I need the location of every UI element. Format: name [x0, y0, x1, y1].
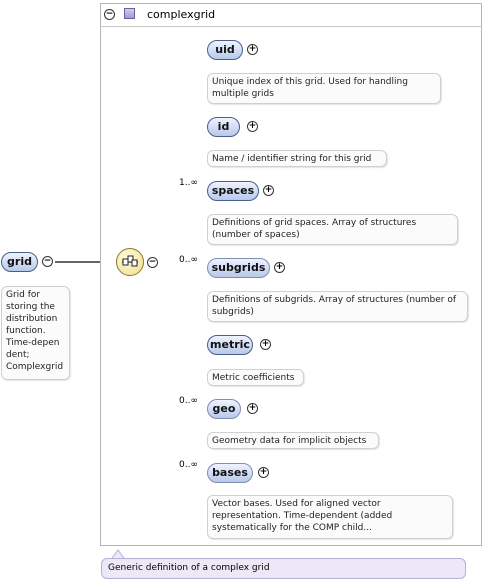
element-node-uid[interactable]: uid: [207, 40, 243, 60]
collapse-grid-toggle[interactable]: −: [42, 256, 53, 267]
expand-geo-toggle[interactable]: +: [247, 403, 258, 414]
spaces-documentation: Definitions of grid spaces. Array of str…: [207, 214, 458, 245]
complex-type-name: complexgrid: [147, 8, 216, 21]
expand-subgrids-toggle[interactable]: +: [274, 262, 285, 273]
expand-spaces-toggle[interactable]: +: [263, 185, 274, 196]
element-node-id[interactable]: id: [207, 117, 240, 137]
metric-documentation: Metric coefficients: [207, 369, 304, 386]
subgrids-documentation: Definitions of subgrids. Array of struct…: [207, 291, 468, 322]
sequence-compositor[interactable]: [116, 248, 144, 276]
grid-documentation: Grid for storing the distribution functi…: [1, 286, 70, 380]
element-node-subgrids[interactable]: subgrids: [207, 258, 270, 278]
sequence-compositor-icon: [122, 255, 138, 267]
expand-metric-toggle[interactable]: +: [260, 339, 271, 350]
element-node-spaces[interactable]: spaces: [207, 181, 259, 201]
element-node-grid[interactable]: grid: [1, 252, 38, 272]
id-documentation: Name / identifier string for this grid: [207, 150, 387, 167]
geo-cardinality: 0..∞: [179, 396, 198, 406]
element-node-bases[interactable]: bases: [207, 463, 253, 483]
uid-documentation: Unique index of this grid. Used for hand…: [207, 73, 441, 104]
spaces-cardinality: 1..∞: [179, 178, 198, 188]
expand-uid-toggle[interactable]: +: [247, 44, 258, 55]
expand-id-toggle[interactable]: +: [247, 121, 258, 132]
collapse-sequence-toggle[interactable]: −: [147, 257, 158, 268]
element-node-geo[interactable]: geo: [207, 399, 241, 419]
element-node-metric[interactable]: metric: [207, 335, 253, 355]
panel-header-divider: [100, 26, 482, 27]
bases-cardinality: 0..∞: [179, 460, 198, 470]
complex-type-icon: [124, 8, 135, 19]
subgrids-cardinality: 0..∞: [179, 255, 198, 265]
bases-documentation: Vector bases. Used for aligned vector re…: [207, 495, 453, 539]
complex-type-documentation: Generic definition of a complex grid: [101, 558, 466, 579]
collapse-complex-type-toggle[interactable]: −: [104, 9, 115, 20]
geo-documentation: Geometry data for implicit objects: [207, 432, 379, 449]
expand-bases-toggle[interactable]: +: [258, 467, 269, 478]
